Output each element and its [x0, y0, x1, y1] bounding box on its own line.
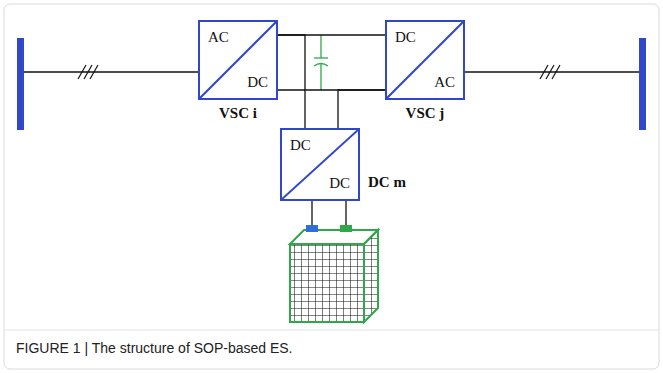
converter-label: VSC i — [219, 106, 257, 121]
converter-box: DCDCDC m — [280, 128, 360, 201]
ac-bus-bar — [639, 38, 646, 130]
port-label: DC — [329, 176, 350, 191]
dc-link-wire — [278, 35, 305, 128]
port-label: DC — [395, 30, 416, 45]
three-phase-mark — [78, 65, 98, 79]
converter-label: DC m — [368, 175, 406, 190]
converter-box: DCACVSC j — [385, 20, 465, 100]
ac-line — [24, 71, 199, 72]
dc-link-wire — [338, 90, 385, 128]
dc-capacitor — [314, 35, 328, 90]
battery-pack — [290, 225, 378, 322]
port-label: AC — [208, 30, 229, 45]
port-label: DC — [247, 75, 268, 90]
figure-caption: FIGURE 1 | The structure of SOP-based ES… — [16, 340, 293, 356]
battery-lead — [345, 201, 346, 226]
converter-box: ACDCVSC i — [198, 20, 278, 100]
ac-bus-bar — [17, 38, 24, 130]
caption-rule — [4, 330, 659, 331]
three-phase-mark — [540, 65, 560, 79]
converter-label: VSC j — [406, 106, 445, 121]
battery-lead — [311, 201, 312, 226]
figure-border — [4, 4, 659, 369]
port-label: DC — [290, 138, 311, 153]
ac-line — [465, 71, 639, 72]
port-label: AC — [434, 75, 455, 90]
